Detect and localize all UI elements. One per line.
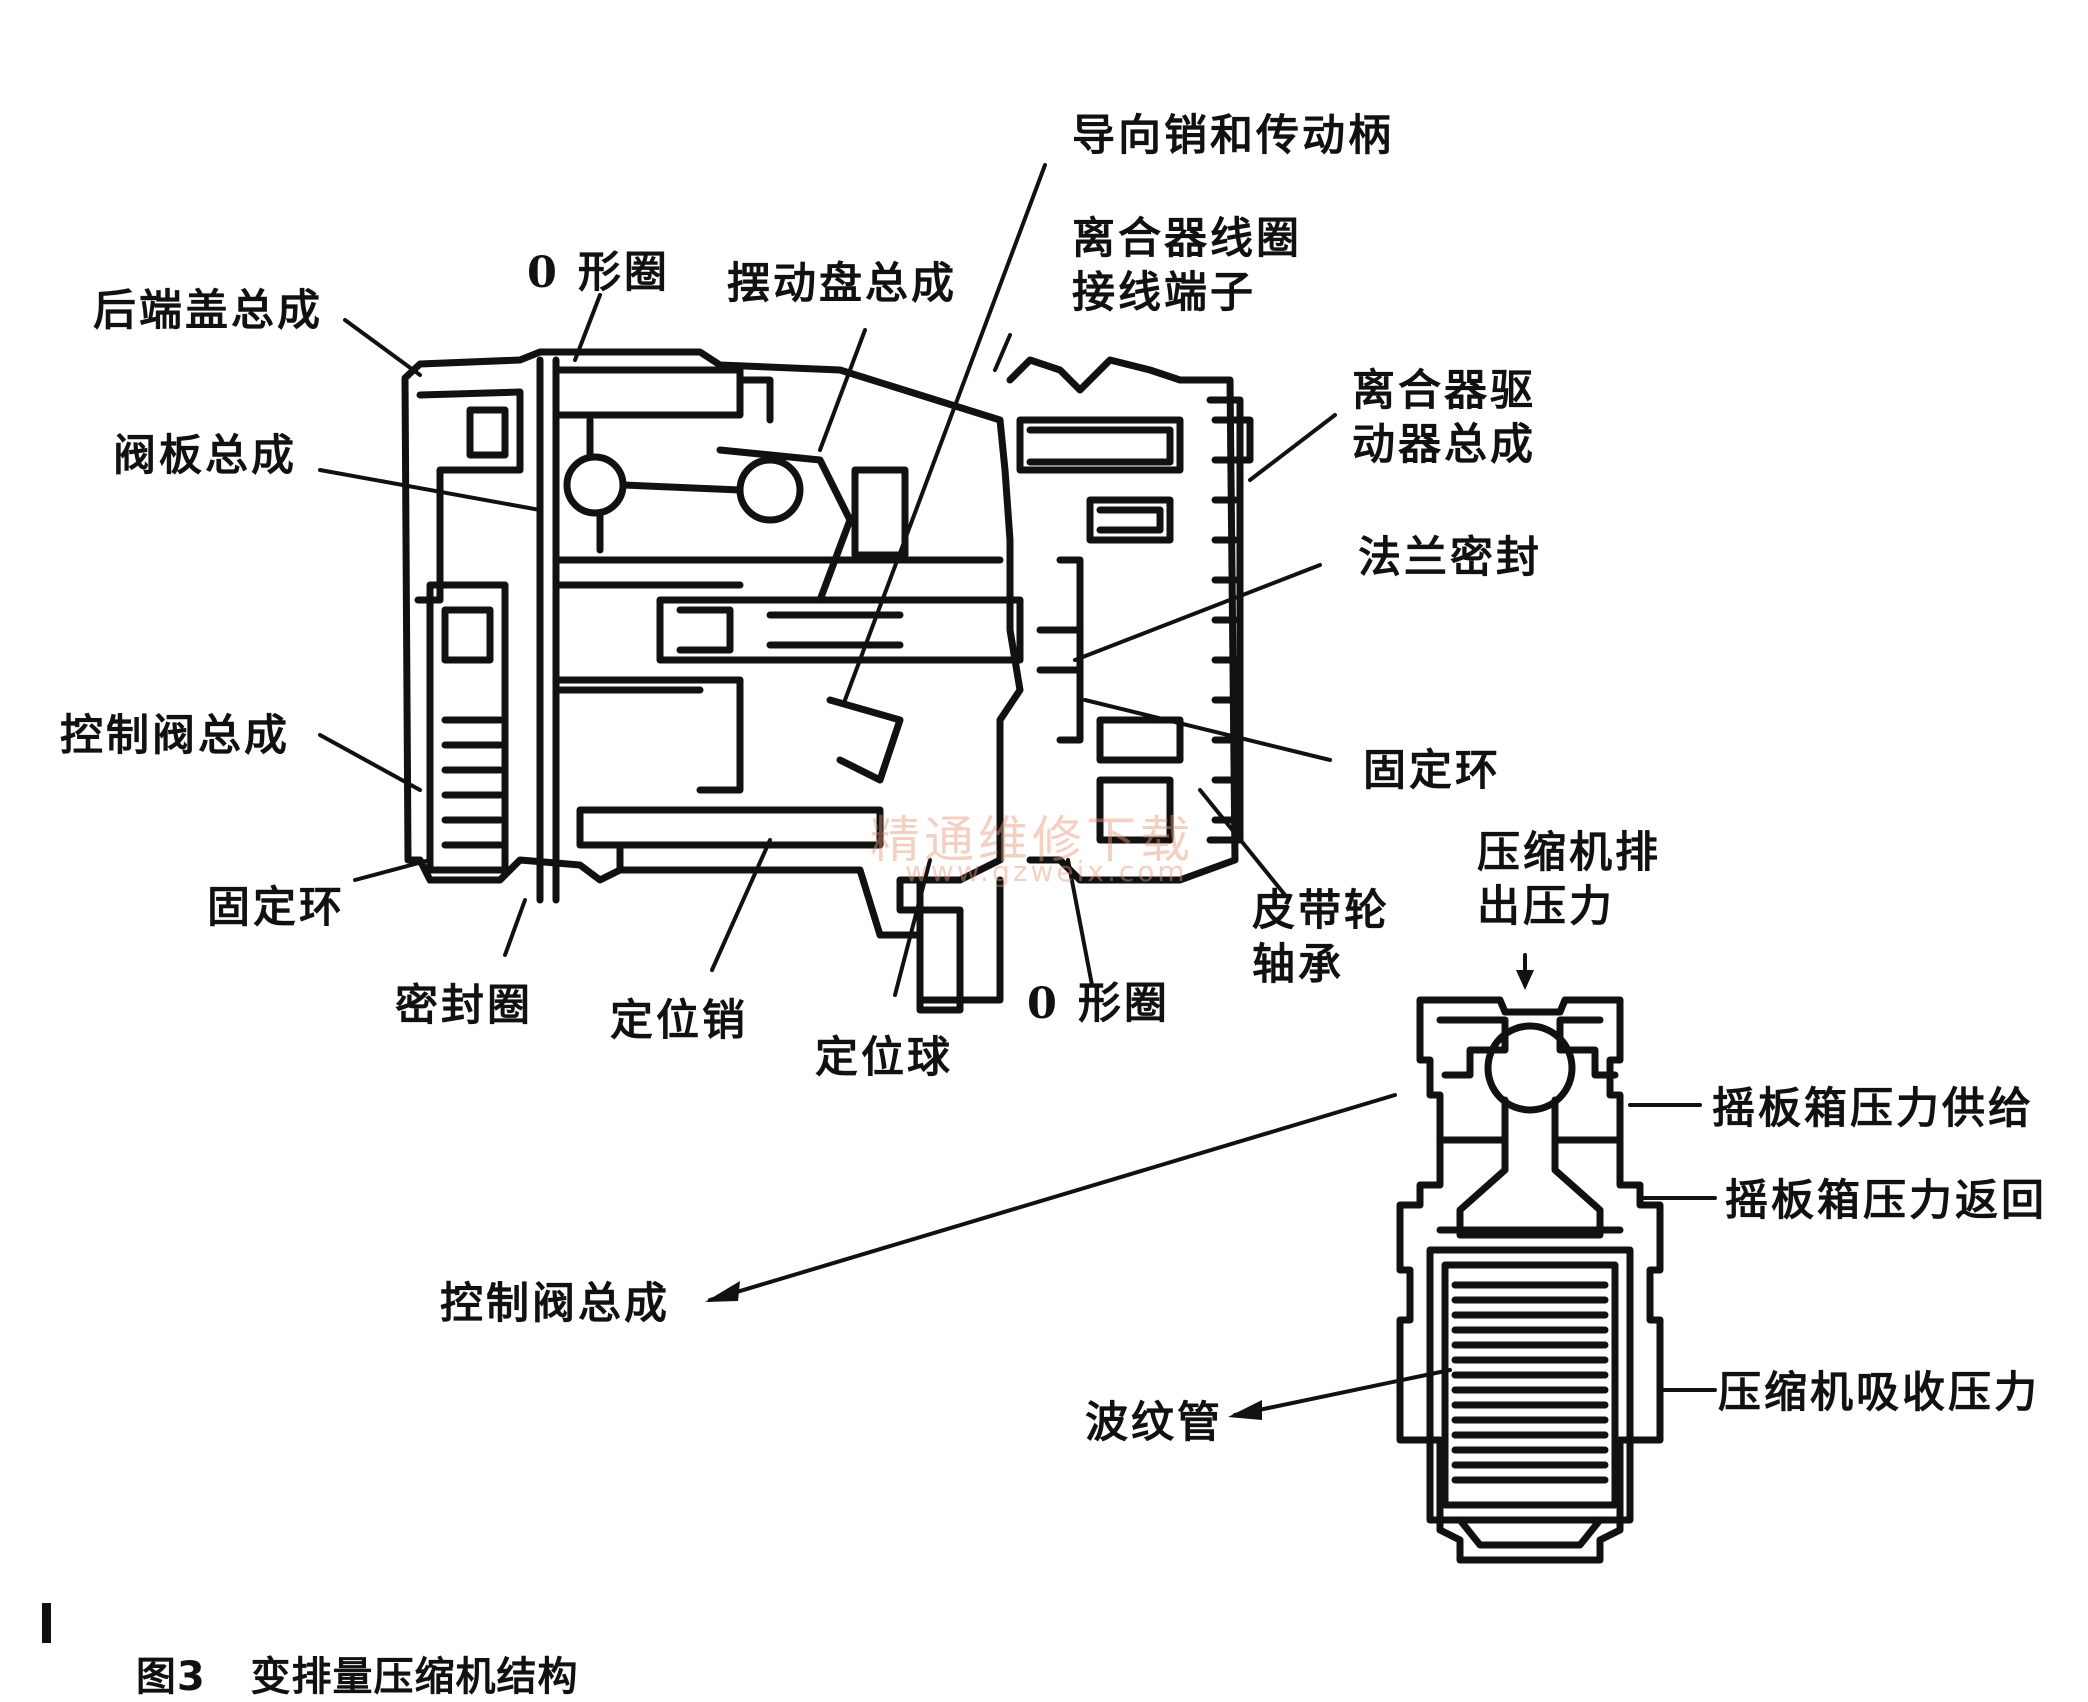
label-locating-pin: 定位销 <box>610 996 748 1046</box>
label-seal-ring: 密封圈 <box>395 981 533 1031</box>
label-guide-pin-drive-handle: 导向销和传动柄 <box>1072 111 1394 161</box>
label-retaining-ring-left: 固定环 <box>207 883 345 933</box>
figure-number: 图3 <box>135 1654 206 1700</box>
label-rear-cover: 后端盖总成 <box>93 286 323 336</box>
figure-caption: 图3 变排量压缩机结构 <box>106 1598 578 1702</box>
label-clutch-coil-terminal: 离合器线圈 接线端子 <box>1072 214 1302 318</box>
control-valve-detail <box>1396 996 1664 1564</box>
arrowheads <box>705 970 1534 1420</box>
compressor-body <box>401 348 1254 1014</box>
watermark-text: 精通维修下载 <box>870 811 1194 869</box>
figure-title: 变排量压缩机结构 <box>250 1654 579 1700</box>
label-control-valve-left: 控制阀总成 <box>60 711 290 761</box>
watermark-url: www.gzweix.com <box>905 855 1188 888</box>
caption-marker <box>42 1603 51 1643</box>
leader-lines <box>318 163 1717 1417</box>
label-swash-plate: 摆动盘总成 <box>727 259 957 309</box>
label-clutch-driver: 离合器驱 动器总成 <box>1352 366 1536 470</box>
label-crankcase-supply: 摇板箱压力供给 <box>1712 1084 2034 1134</box>
label-retaining-ring-right: 固定环 <box>1363 746 1501 796</box>
label-bellows: 波纹管 <box>1085 1398 1223 1448</box>
label-control-valve-detail: 控制阀总成 <box>440 1279 670 1329</box>
label-o-ring-bottom: 0 形圈 <box>1027 979 1170 1029</box>
label-flange-seal: 法兰密封 <box>1358 533 1542 583</box>
label-locating-ball: 定位球 <box>815 1033 953 1083</box>
label-crankcase-return: 摇板箱压力返回 <box>1725 1176 2047 1226</box>
label-suction-pressure: 压缩机吸收压力 <box>1718 1368 2040 1418</box>
label-pulley-bearing: 皮带轮 轴承 <box>1252 886 1390 990</box>
label-valve-plate: 阀板总成 <box>113 431 297 481</box>
label-o-ring-top: 0 形圈 <box>527 248 670 298</box>
label-discharge-pressure: 压缩机排 出压力 <box>1477 828 1661 932</box>
